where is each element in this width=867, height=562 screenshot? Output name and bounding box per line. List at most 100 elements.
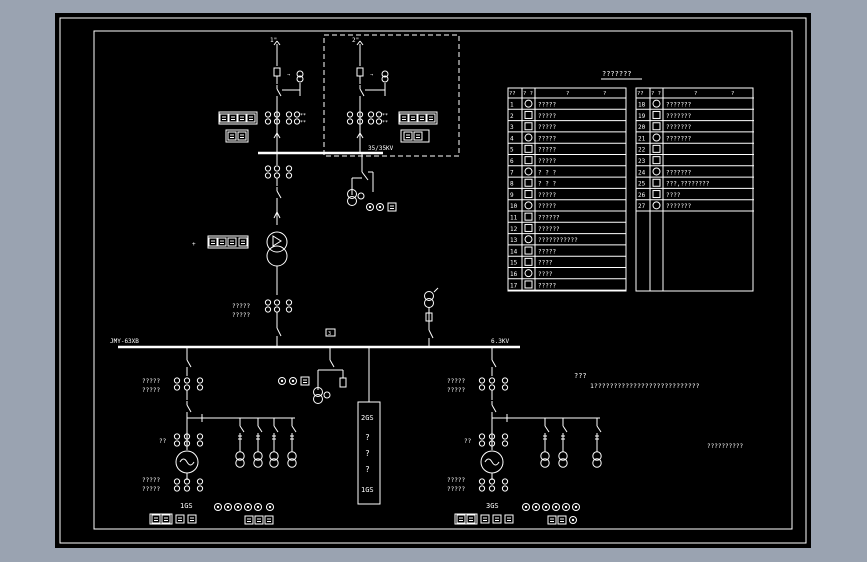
legend-row-number: 24 — [638, 169, 646, 176]
legend-symbol-icon — [524, 99, 533, 108]
legend-symbol-icon — [652, 190, 661, 199]
legend-row-name: ??????? — [666, 124, 692, 131]
legend-symbol-icon — [524, 144, 533, 153]
ct-label-mid-a: ????? — [232, 303, 250, 310]
bus-35kv-label: 35/35KV — [368, 145, 394, 152]
legend-header-cell: ?? — [509, 91, 516, 97]
bus-marker: 3 — [328, 331, 331, 337]
legend-symbol-icon — [652, 156, 661, 165]
legend-row-name: ????? — [538, 124, 556, 131]
cabinet-q1: ? — [365, 433, 370, 442]
legend-table-left — [507, 87, 627, 292]
legend-row-number: 13 — [510, 237, 518, 244]
legend-row-name: ??????? — [666, 135, 692, 142]
legend-row-name: ??????? — [666, 203, 692, 210]
feeder-label-right: 2" — [352, 37, 359, 44]
legend-row-number: 17 — [510, 282, 518, 289]
gen-tag-right: ?? — [464, 438, 472, 445]
svg-text:→: → — [370, 72, 373, 78]
legend-row-number: 10 — [510, 203, 518, 210]
gen-label-left-b: ????? — [142, 486, 160, 493]
ct-label-right-a: ????? — [447, 378, 465, 385]
svg-text:**: ** — [300, 120, 306, 126]
station-service-branch — [347, 153, 397, 212]
legend-row-number: 26 — [638, 192, 646, 199]
legend-symbol-icon — [652, 144, 661, 153]
legend-row-number: 6 — [510, 158, 514, 165]
incoming-feeder-left: 1" → ** ** — [264, 37, 306, 152]
note-title: ??? — [574, 372, 587, 380]
cabinet-bottom: 1GS — [361, 486, 374, 494]
legend-symbol-icon — [652, 110, 661, 119]
ct-label-right-b: ????? — [447, 387, 465, 394]
legend-symbol-icon — [652, 167, 661, 176]
legend-row-name: ????? — [538, 113, 556, 120]
legend-row-number: 2 — [510, 113, 514, 120]
legend-row-number: 5 — [510, 147, 514, 154]
legend-row-name: ???? — [538, 260, 553, 267]
svg-text:**: ** — [300, 113, 306, 119]
inner-frame — [93, 30, 793, 530]
svg-text:**: ** — [382, 113, 388, 119]
main-transformer-winding-a — [266, 231, 288, 253]
legend-row-number: 12 — [510, 226, 518, 233]
legend-symbol-icon — [524, 178, 533, 187]
ct-label-mid-b: ????? — [232, 312, 250, 319]
legend-symbol-icon — [524, 280, 533, 289]
legend-symbol-icon — [652, 178, 661, 187]
svg-text:+: + — [192, 241, 196, 248]
gen-label-right-b: ????? — [447, 486, 465, 493]
generator-group-left: ?? ????? ????? ????? ????? 1GS — [142, 347, 297, 525]
legend-row-number: 21 — [638, 135, 646, 142]
cabinet-top: 2GS — [361, 414, 374, 422]
legend-header-cell: ? — [603, 91, 606, 97]
bus-6kv-label-right: 6.3KV — [491, 338, 509, 345]
legend-row-name: ????? — [538, 192, 556, 199]
legend-symbol-icon — [524, 110, 533, 119]
legend-row-number: 4 — [510, 135, 514, 142]
cabinet-q2: ? — [365, 449, 370, 458]
legend-right-rows: ??? ???18???????19???????20???????21????… — [636, 88, 754, 291]
bus-6kv-label-left: JMY-63XB — [110, 338, 139, 345]
center-feeder — [278, 347, 347, 404]
legend-header-cell: ? ? — [651, 91, 661, 97]
legend-row-name: ? ? ? — [538, 181, 556, 188]
legend-header-cell: ? ? — [523, 91, 533, 97]
legend-symbol-icon — [524, 201, 533, 210]
legend-symbol-icon — [524, 167, 533, 176]
legend-row-name: ??????? — [666, 102, 692, 109]
svg-text:**: ** — [382, 120, 388, 126]
legend-row-name: ?????? — [538, 215, 560, 222]
legend-row-name: ????? — [538, 135, 556, 142]
legend-symbol-icon — [652, 122, 661, 131]
legend-header-cell: ? — [694, 91, 697, 97]
legend-symbol-icon — [652, 99, 661, 108]
legend-symbol-icon — [524, 235, 533, 244]
legend-row-name: ????? — [538, 248, 556, 255]
legend-row-name: ????? — [538, 102, 556, 109]
note-bottom: ?????????? — [707, 443, 744, 450]
legend-row-number: 20 — [638, 124, 646, 131]
legend-row-name: ?????? — [538, 226, 560, 233]
legend-row-name: ???? — [538, 271, 553, 278]
legend-row-number: 7 — [510, 169, 514, 176]
legend-symbol-icon — [524, 133, 533, 142]
future-bay-dashed — [323, 34, 460, 157]
legend-row-name: ??????????? — [538, 237, 578, 244]
legend-left-rows: ??? ???1?????2?????3?????4?????5?????6??… — [508, 88, 626, 291]
cabinet-q3: ? — [365, 465, 370, 474]
legend-row-number: 27 — [638, 203, 646, 210]
bus-marker-box — [325, 328, 336, 337]
drawing-sheet — [55, 13, 811, 548]
legend-row-number: 3 — [510, 124, 514, 131]
transformer-relay-panel: + — [192, 235, 249, 249]
legend-row-name: ??????? — [666, 113, 692, 120]
feeder-label-left: 1" — [270, 37, 277, 44]
legend-row-number: 9 — [510, 192, 514, 199]
main-transformer-branch — [264, 153, 293, 347]
gen-label-left-a: ????? — [142, 477, 160, 484]
legend-row-number: 11 — [510, 215, 518, 222]
legend-row-number: 22 — [638, 147, 646, 154]
legend-row-name: ????? — [538, 147, 556, 154]
legend-row-number: 16 — [510, 271, 518, 278]
